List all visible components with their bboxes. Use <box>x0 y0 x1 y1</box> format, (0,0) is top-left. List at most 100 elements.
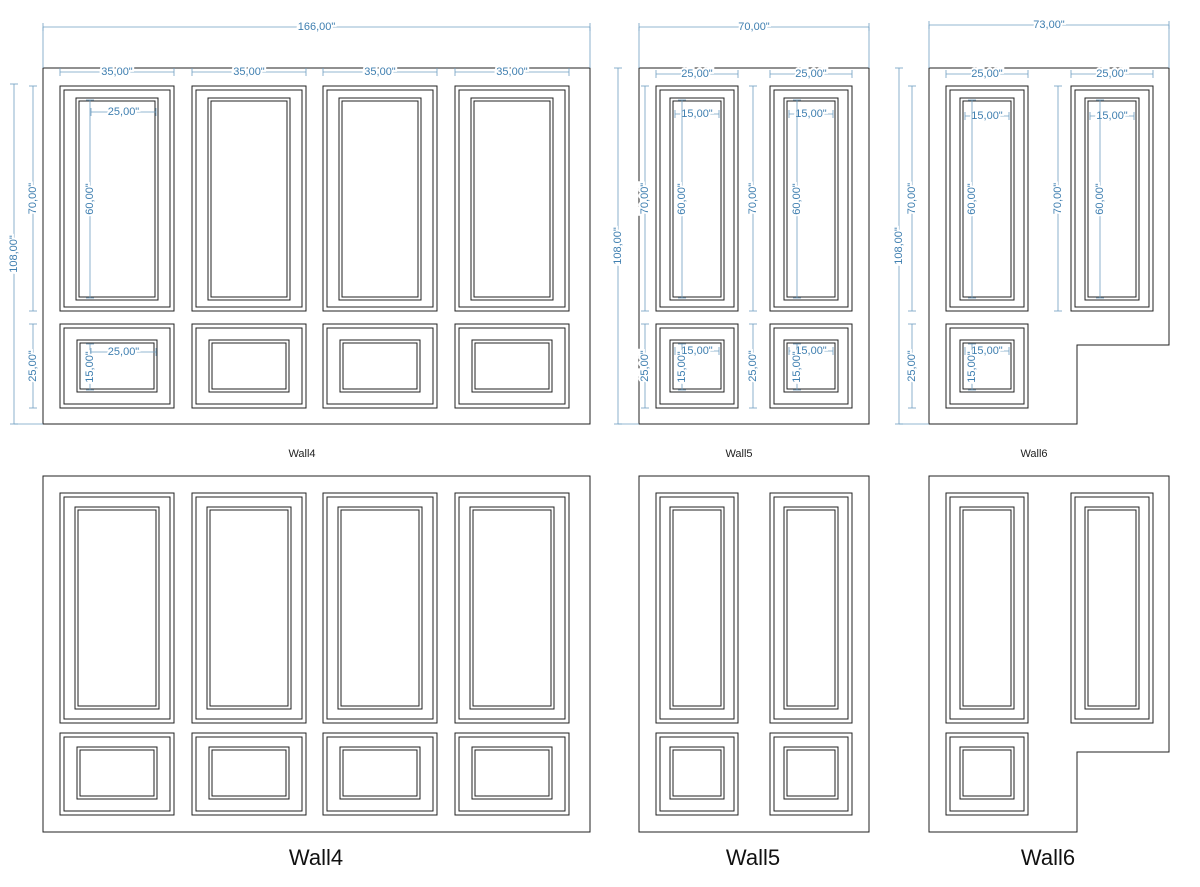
wall4-bottom-lower-panel-1-outer-line-1 <box>59 732 175 816</box>
wall4-bottom-lower-panel-2-outer-line-2 <box>195 736 303 812</box>
wall5-bottom-lower-panel-2-inner-line-1 <box>783 746 839 800</box>
wall4-bottom-lower-panel-4-outer-line-1 <box>454 732 570 816</box>
wall4-top-upper-panel-4-outer-line-2 <box>458 89 566 308</box>
wall6-upper-inner-height-dim-2-label: 60,00" <box>1094 183 1106 215</box>
wall4-top-upper-panel-1-outer-line-1 <box>59 85 175 312</box>
wall5-title: Wall5 <box>726 845 780 870</box>
wall-captions: Wall4 Wall5 Wall6 Wall4 Wall5 Wall6 <box>288 448 1075 870</box>
wall4-top-lower-panel-3-inner <box>339 339 421 393</box>
wall4-bottom-lower-panel-3-outer-line-1 <box>322 732 438 816</box>
wall4-top-lower-panel-4-outer <box>454 323 570 409</box>
wall4-title: Wall4 <box>289 845 343 870</box>
wall5-top-upper-panel-2-inner-line-1 <box>783 97 839 301</box>
wall4-top-upper-panel-2-inner <box>207 97 291 301</box>
wall6-top-upper-panel-2-inner <box>1084 97 1140 301</box>
wall4-top-lower-panel-4-inner <box>471 339 553 393</box>
wall4-lower-inner-width-dim-label: 25,00" <box>108 346 140 358</box>
wall4-top-upper-panel-3-inner-line-1 <box>338 97 422 301</box>
wall4-top-lower-panel-3-outer-line-1 <box>322 323 438 409</box>
wall4-panel-width-dim-2-label: 35,00" <box>233 66 265 78</box>
wall5-panel-width-dim-2-label: 25,00" <box>795 68 827 80</box>
wall4-top-upper-panel-3-inner-line-2 <box>341 100 419 298</box>
wall5-bottom-upper-panel-2-outer-line-1 <box>769 492 853 724</box>
wall4-top-outline <box>42 67 591 425</box>
wall4-bottom-upper-panel-4-outer-line-2 <box>458 496 566 720</box>
wall5-bottom-upper-panel-1-outer-line-1 <box>655 492 739 724</box>
wall4-bottom-lower-panel-1-outer-line-2 <box>63 736 171 812</box>
wall4-bottom-upper-panel-3-inner-line-1 <box>337 506 423 710</box>
wall6-upper-height-dim-1-label: 70,00" <box>906 183 918 215</box>
wall5-top-lower-panel-1-inner <box>669 339 725 393</box>
wall4-lower-inner-height-dim-label: 15,00" <box>84 351 96 383</box>
wall4-top-lower-panel-2-inner <box>208 339 290 393</box>
wall4-bottom-lower-panel-1-inner-line-2 <box>79 749 155 797</box>
wall5-bottom-upper-panel-1-inner-line-2 <box>672 509 722 707</box>
wall4-panel-width-dim-1-label: 35,00" <box>101 66 133 78</box>
wall6-top-lower-panel-1-inner-line-2 <box>962 342 1012 390</box>
wall6-top-upper-panel-1-outer-line-1 <box>945 85 1029 312</box>
wall6-bottom-upper-panel-2-inner-line-2 <box>1087 509 1137 707</box>
wall5-top-upper-panel-2-outer-line-2 <box>773 89 849 308</box>
wall4-bottom-lower-panel-3-inner <box>339 746 421 800</box>
wall6-top-upper-panel-2-inner-line-1 <box>1084 97 1140 301</box>
wall6-panel-width-dim-1-label: 25,00" <box>971 68 1003 80</box>
wall4-top-lower-panel-3-outer <box>322 323 438 409</box>
wall4-top-upper-panel-1-inner-line-1 <box>75 97 159 301</box>
wall4-bottom-upper-panel-1-outer-line-1 <box>59 492 175 724</box>
wall6-bottom-lower-panel-1-outer-line-1 <box>945 732 1029 816</box>
wall4-top-lower-panel-2-outer-line-1 <box>191 323 307 409</box>
wall6-bottom-upper-panel-1-inner-line-1 <box>959 506 1015 710</box>
wall4-top-upper-panel-1-inner-line-2 <box>78 100 156 298</box>
wall6-lower-inner-width-dim-label: 15,00" <box>971 345 1003 357</box>
wall5-bottom-upper-panel-2-outer <box>769 492 853 724</box>
wall5-bottom-upper-panel-2-inner-line-1 <box>783 506 839 710</box>
wall4-upper-height-dim-label: 70,00" <box>27 183 39 215</box>
wall4-panel-width-dim-3-label: 35,00" <box>364 66 396 78</box>
wall6-top-lower-panel-1-outer <box>945 323 1029 409</box>
wall6-bottom-upper-panel-2-inner <box>1084 506 1140 710</box>
wall5-lower-inner-width-dim-2-label: 15,00" <box>795 345 827 357</box>
wall4-bottom-upper-panel-2-inner-line-1 <box>206 506 292 710</box>
wall4-bottom-lower-panel-3-outer <box>322 732 438 816</box>
wall4-top-upper-panel-4-outer-line-1 <box>454 85 570 312</box>
wall5-bottom-lower-panel-2-inner-line-2 <box>786 749 836 797</box>
wall6-top-lower-panel-1-inner <box>959 339 1015 393</box>
wall4-top-upper-panel-2-outer-line-1 <box>191 85 307 312</box>
wall5-top-lower-panel-2-inner-line-2 <box>786 342 836 390</box>
wall4-top-lower-panel-4-inner-line-1 <box>471 339 553 393</box>
wall5-lower-inner-width-dim-1-label: 15,00" <box>681 345 713 357</box>
wall6-upper-inner-height-dim-1-label: 60,00" <box>966 183 978 215</box>
wall4-bottom-upper-panel-3-outer-line-2 <box>326 496 434 720</box>
wall5-top-lower-panel-2-outer-line-2 <box>773 327 849 405</box>
wall4-top-upper-panel-2-outer-line-2 <box>195 89 303 308</box>
wall4-total-height-dim-label: 108,00" <box>8 235 20 273</box>
wall6-bottom-upper-panel-1-outer-line-2 <box>949 496 1025 720</box>
wall5-top-lower-panel-1-inner-line-1 <box>669 339 725 393</box>
wall4-bottom-upper-panel-4-outer-line-1 <box>454 492 570 724</box>
wall4-top-lower-panel-1-inner-line-2 <box>79 342 155 390</box>
wall4-top-upper-panel-4-inner <box>470 97 554 301</box>
wall6-bottom-upper-panel-1-outer-line-1 <box>945 492 1029 724</box>
wall5-top-lower-panel-1-inner-line-2 <box>672 342 722 390</box>
wall5-top-upper-panel-2-inner-line-2 <box>786 100 836 298</box>
wall4-bottom-lower-panel-4-outer-line-2 <box>458 736 566 812</box>
wall6-total-width-dim-label: 73,00" <box>1033 19 1065 31</box>
wall5-lower-height-dim-2-label: 25,00" <box>747 350 759 382</box>
wall-geometry <box>42 67 1170 833</box>
wall4-bottom-lower-panel-2-outer <box>191 732 307 816</box>
wall4-top-lower-panel-4-inner-line-2 <box>474 342 550 390</box>
wall4-top-upper-panel-4-outer <box>454 85 570 312</box>
wall6-bottom-lower-panel-1-inner <box>959 746 1015 800</box>
wall4-bottom-upper-panel-2-outer <box>191 492 307 724</box>
wall4-top-upper-panel-2-inner-line-1 <box>207 97 291 301</box>
wall4-top-lower-panel-3-inner-line-2 <box>342 342 418 390</box>
wall6-bottom-lower-panel-1-inner-line-2 <box>962 749 1012 797</box>
wall4-bottom-lower-panel-1-outer <box>59 732 175 816</box>
wall4-top-lower-panel-2-inner-line-2 <box>211 342 287 390</box>
wall6-top-upper-panel-1-outer-line-2 <box>949 89 1025 308</box>
wall4-bottom-lower-panel-4-outer <box>454 732 570 816</box>
wall6-top-upper-panel-1-outer <box>945 85 1029 312</box>
wall5-lower-height-dim-1-label: 25,00" <box>639 350 651 382</box>
wall4-top-upper-panel-1-outer-line-2 <box>63 89 171 308</box>
